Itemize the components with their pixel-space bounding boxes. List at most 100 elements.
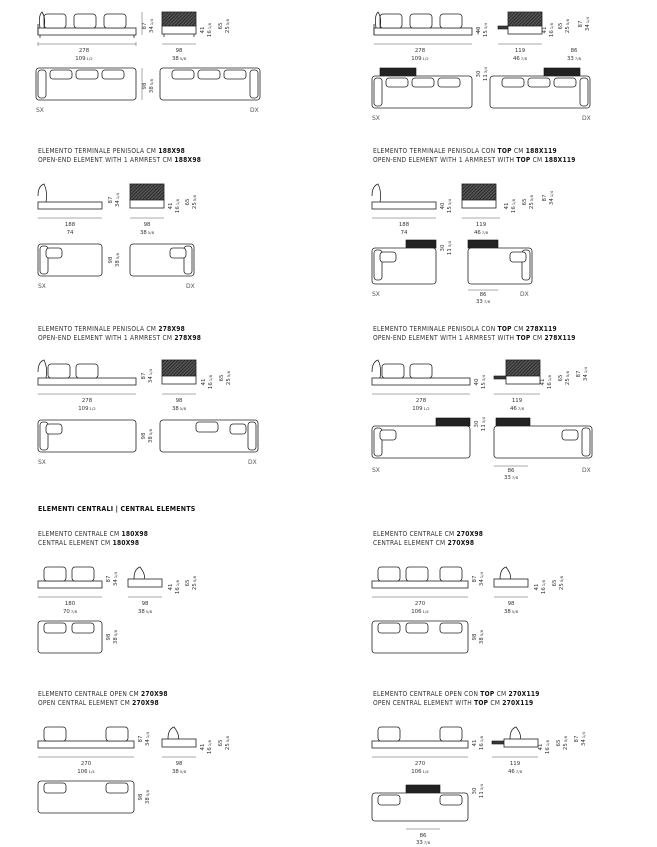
side-depth-inch-label: 385/8 <box>138 609 153 615</box>
front-width-inch-label: 1091/2 <box>75 56 93 62</box>
plan-view-left <box>371 417 471 459</box>
side-back-height-inch-label: 341/4 <box>583 366 589 381</box>
side-depth-inch-label: 467/8 <box>513 56 528 62</box>
module-title: ELEMENTO TERMINALE PENISOLA CM 278X98 OP… <box>38 325 201 343</box>
module-penisola-top-278x119: 278 1091/2 40 153/4 119 467/8 41 161/8 6… <box>330 348 657 488</box>
side-seat-height-inch-label: 161/8 <box>207 22 213 37</box>
plan-depth-inch-label: 385/8 <box>149 78 155 93</box>
side-depth-label: 98 <box>508 601 515 607</box>
plan-view-left <box>371 239 437 285</box>
front-width-inch-label: 1091/2 <box>412 406 430 412</box>
plan-depth-label: 30 <box>472 787 478 794</box>
side-depth-inch-label: 385/8 <box>504 609 519 615</box>
module-penisola-188: 188 74 87 341/4 98 385/8 41 161/8 65 255… <box>0 172 320 302</box>
side-seat-height-label: 41 <box>504 203 510 210</box>
front-height-label: 87 <box>141 373 147 380</box>
side-arm-height-inch-label: 255/8 <box>225 735 231 750</box>
side-seat-height-label: 41 <box>542 27 548 34</box>
title-it: ELEMENTO CENTRALE OPEN CM 270X98 <box>38 690 168 698</box>
plan-depth-label: 30 <box>476 70 482 77</box>
side-depth-inch-label: 467/8 <box>474 230 489 236</box>
front-view <box>373 11 479 45</box>
side-depth-label: 119 <box>476 222 487 228</box>
side-depth-label: 119 <box>512 398 523 404</box>
front-view <box>37 11 143 46</box>
module-centrale-open-top-270x119: 270 1061/4 41 161/8 119 467/8 41 161/8 6… <box>330 715 657 847</box>
side-seat-height-label: 41 <box>534 584 540 591</box>
side-arm-height-label: 65 <box>185 199 191 206</box>
plan-depth-label: 98 <box>106 633 112 640</box>
side-arm-height-label: 65 <box>522 199 528 206</box>
side-seat-height-label: 41 <box>168 584 174 591</box>
side-depth-label: 98 <box>176 48 183 54</box>
side-seat-height-inch-label: 161/8 <box>549 22 555 37</box>
side-arm-height-label: 65 <box>558 375 564 382</box>
plan-depth-label: 30 <box>440 244 446 251</box>
left-version-label: SX <box>372 467 380 474</box>
side-depth-label: 98 <box>176 398 183 404</box>
left-version-label: SX <box>38 283 46 290</box>
side-seat-height-label: 41 <box>200 744 206 751</box>
plan-depth-inch-label: 385/8 <box>479 629 485 644</box>
title-en: CENTRAL ELEMENT CM 180X98 <box>38 539 140 547</box>
side-seat-height-label: 41 <box>540 379 546 386</box>
title-en: OPEN-END ELEMENT WITH 1 ARMREST CM 188X9… <box>38 156 202 164</box>
module-drawing: 278 1091/2 40 153/4 119 467/8 41 161/8 6… <box>371 359 593 481</box>
side-view <box>493 566 529 598</box>
plan-depth-label: 30 <box>474 420 480 427</box>
side-depth-inch-label: 385/8 <box>140 230 155 236</box>
front-view <box>371 183 437 219</box>
front-height-label: 87 <box>472 576 478 583</box>
front-width-label: 278 <box>82 398 93 404</box>
side-arm-height-inch-label: 255/8 <box>563 735 569 750</box>
left-version-label: SX <box>38 459 46 466</box>
side-back-height-label: 87 <box>542 195 548 202</box>
front-height-inch-label: 153/4 <box>481 374 487 389</box>
side-arm-height-label: 65 <box>219 375 225 382</box>
plan-depth-label: 98 <box>142 82 148 89</box>
module-penisola-278: 278 1091/2 87 341/4 98 385/8 41 161/8 65… <box>0 348 320 478</box>
module-drawing: 278 1091/2 87 341/4 98 385/8 41 161/8 65… <box>35 11 261 114</box>
front-height-label: 40 <box>476 26 482 33</box>
module-title: ELEMENTO TERMINALE PENISOLA CON TOP CM 2… <box>373 325 576 343</box>
side-seat-height-label: 41 <box>200 27 206 34</box>
front-height-inch-label: 341/4 <box>115 192 121 207</box>
front-width-label: 270 <box>415 601 426 607</box>
section-header: ELEMENTI CENTRALI | CENTRAL ELEMENTS <box>38 505 196 513</box>
side-seat-height-inch-label: 161/8 <box>545 739 551 754</box>
side-seat-height-inch-label: 161/8 <box>208 374 214 389</box>
top-width-label: 86 <box>480 292 487 298</box>
left-version-label: SX <box>36 107 44 114</box>
title-en: CENTRAL ELEMENT CM 270X98 <box>373 539 475 547</box>
plan-view <box>37 780 135 814</box>
side-depth-label: 98 <box>144 222 151 228</box>
plan-depth-inch-label: 113/4 <box>481 416 487 431</box>
side-arm-height-label: 65 <box>552 580 558 587</box>
right-version-label: DX <box>186 283 195 290</box>
plan-depth-label: 98 <box>138 793 144 800</box>
front-width-inch-label: 1061/4 <box>411 609 429 615</box>
front-width-inch-label: 74 <box>67 230 74 236</box>
front-width-label: 180 <box>65 601 76 607</box>
plan-view-right <box>489 67 591 109</box>
top-width-inch-label: 337/8 <box>504 475 519 481</box>
top-width-inch-label: 337/8 <box>416 840 431 846</box>
plan-depth-inch-label: 385/8 <box>148 428 154 443</box>
front-height-inch-label: 341/4 <box>145 731 151 746</box>
plan-depth-label: 98 <box>141 432 147 439</box>
module-penisola-top-188x119: 188 74 40 153/4 119 467/8 41 161/8 65 25… <box>330 172 657 305</box>
module-title: ELEMENTO CENTRALE CM 180X98 CENTRAL ELEM… <box>38 530 148 548</box>
plan-depth-inch-label: 113/4 <box>447 240 453 255</box>
module-drawing: 188 74 40 153/4 119 467/8 41 161/8 65 25… <box>371 183 555 305</box>
module-centrale-270: 270 1061/4 87 341/4 98 385/8 41 161/8 65… <box>330 555 657 665</box>
front-view <box>371 359 471 395</box>
plan-view-left <box>371 67 473 109</box>
front-height-inch-label: 341/4 <box>148 368 154 383</box>
side-back-height-inch-label: 341/4 <box>581 731 587 746</box>
right-version-label: DX <box>250 107 259 114</box>
side-arm-height-label: 65 <box>185 580 191 587</box>
front-width-label: 188 <box>65 222 76 228</box>
module-title: ELEMENTO CENTRALE OPEN CM 270X98 OPEN CE… <box>38 690 168 708</box>
side-depth-label: 98 <box>176 761 183 767</box>
side-seat-height-label: 41 <box>538 744 544 751</box>
